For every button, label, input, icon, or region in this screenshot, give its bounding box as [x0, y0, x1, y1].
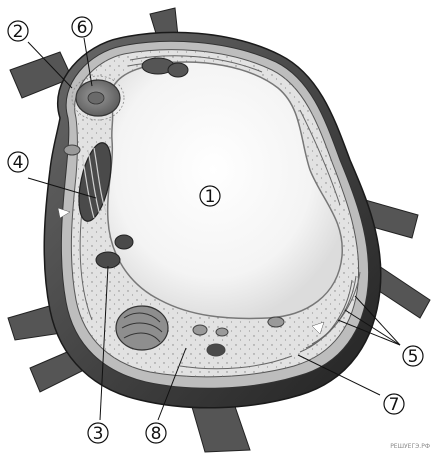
label-5: 5 — [403, 346, 423, 367]
chloroplast-8 — [116, 306, 168, 350]
label-1: 1 — [200, 186, 220, 207]
svg-text:7: 7 — [389, 395, 400, 415]
svg-text:3: 3 — [93, 424, 104, 444]
svg-text:6: 6 — [77, 18, 88, 38]
svg-text:8: 8 — [151, 424, 162, 444]
label-3: 3 — [88, 423, 108, 444]
label-4: 4 — [8, 152, 28, 173]
label-6: 6 — [72, 17, 92, 38]
watermark: РЕШУЕГЭ.РФ — [390, 443, 430, 450]
nucleus — [72, 76, 124, 120]
label-7: 7 — [384, 394, 404, 415]
label-8: 8 — [146, 423, 166, 444]
label-2: 2 — [8, 21, 28, 42]
svg-text:1: 1 — [205, 187, 216, 207]
svg-text:4: 4 — [13, 153, 24, 173]
svg-text:2: 2 — [13, 22, 24, 42]
svg-text:5: 5 — [408, 347, 419, 367]
